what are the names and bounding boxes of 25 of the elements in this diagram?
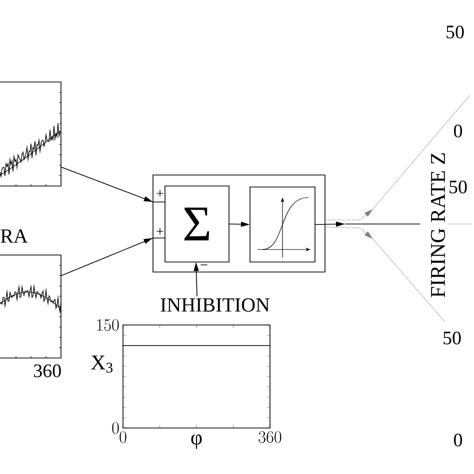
tick-label: 0 (454, 434, 462, 446)
axis-label: φ (191, 434, 202, 449)
tick-label: 360 (258, 431, 282, 443)
axis-label: RA (0, 229, 28, 243)
plus-sign: + (156, 228, 164, 235)
tick-label: 50 (446, 26, 464, 38)
tick-label: 0 (454, 124, 462, 138)
tick-label: 50 (450, 180, 467, 194)
summation-box: Σ (164, 186, 230, 262)
inhibition-label: INHIBITION (160, 298, 270, 312)
arrow (60, 166, 166, 202)
tick-label: 50 (444, 332, 461, 344)
arrow (60, 238, 166, 276)
block-box (152, 174, 326, 272)
tick-label: 0 (120, 431, 126, 443)
tick-label: 150 (97, 319, 119, 331)
axis-label: FIRING RATE Z (430, 153, 446, 298)
axis-label: X$_{3}$ (91, 356, 113, 373)
picture (0, 82, 62, 186)
sigmoid-box (250, 186, 316, 262)
tick-label: 0 (112, 422, 119, 434)
plus-sign: + (156, 190, 164, 197)
tick-label: 360 (34, 364, 61, 378)
picture (0, 254, 62, 358)
minus-sign: − (200, 264, 208, 266)
